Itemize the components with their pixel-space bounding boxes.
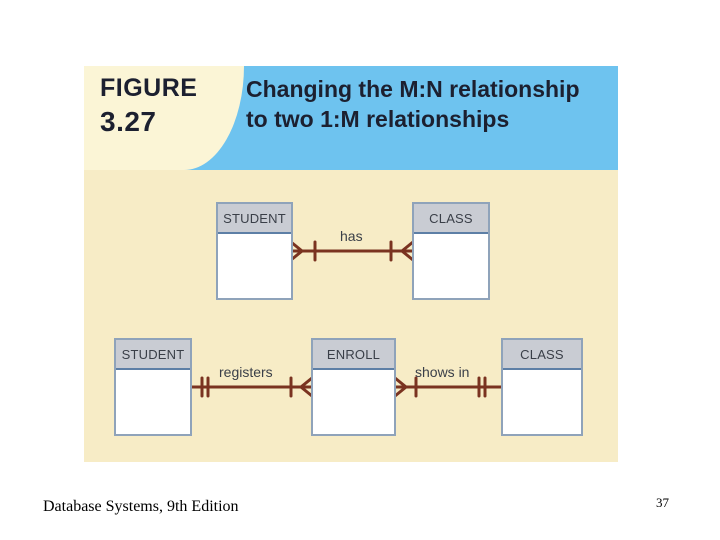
figure-label: FIGURE bbox=[100, 74, 198, 102]
entity-student-top: STUDENT bbox=[216, 202, 293, 300]
entity-name: CLASS bbox=[503, 340, 581, 370]
entity-name: ENROLL bbox=[313, 340, 394, 370]
entity-class-bottom: CLASS bbox=[501, 338, 583, 436]
page-number: 37 bbox=[656, 495, 669, 510]
entity-name: STUDENT bbox=[218, 204, 291, 234]
relationship-label-registers: registers bbox=[219, 364, 273, 380]
figure-title-line-1: Changing the M:N relationship bbox=[246, 76, 580, 102]
relationship-label-shows-in: shows in bbox=[415, 364, 470, 380]
relationship-connectors bbox=[189, 240, 504, 398]
figure-title-line-2: to two 1:M relationships bbox=[246, 106, 510, 132]
footer-book-title: Database Systems, 9th Edition bbox=[43, 498, 239, 515]
entity-name: CLASS bbox=[414, 204, 488, 234]
crowsfoot-enroll-registers bbox=[298, 376, 314, 398]
figure-number: 3.27 bbox=[100, 106, 157, 137]
entity-enroll: ENROLL bbox=[311, 338, 396, 436]
crowsfoot-student-has bbox=[289, 240, 305, 262]
crowsfoot-class-has bbox=[399, 240, 415, 262]
entity-name: STUDENT bbox=[116, 340, 190, 370]
crowsfoot-enroll-shows-in bbox=[393, 376, 409, 398]
entity-student-bottom: STUDENT bbox=[114, 338, 192, 436]
relationship-label-has: has bbox=[340, 228, 363, 244]
figure-panel: FIGURE 3.27 Changing the M:N relationshi… bbox=[84, 66, 618, 462]
entity-class-top: CLASS bbox=[412, 202, 490, 300]
